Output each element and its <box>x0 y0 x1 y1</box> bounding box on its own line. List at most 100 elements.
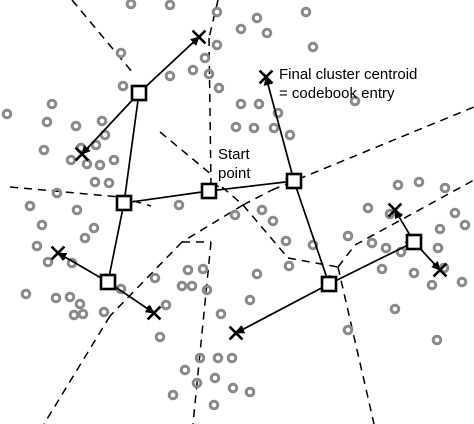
start-label-line2: point <box>218 165 251 182</box>
data-point <box>235 98 247 110</box>
data-point <box>376 263 388 275</box>
data-point <box>342 324 354 336</box>
x-mark-icon <box>74 146 90 162</box>
data-point <box>349 95 361 107</box>
boundary-line <box>71 0 134 74</box>
data-point <box>199 52 211 64</box>
data-point <box>459 219 471 231</box>
data-point <box>389 303 401 315</box>
data-point <box>229 209 241 221</box>
data-point <box>253 98 265 110</box>
data-point <box>256 204 268 216</box>
data-point <box>272 107 284 119</box>
data-point <box>194 352 206 364</box>
data-point <box>366 237 378 249</box>
data-point <box>408 267 420 279</box>
data-point <box>426 279 438 291</box>
square-centroid-icon <box>285 172 303 190</box>
data-point <box>167 389 179 401</box>
data-point <box>68 309 80 321</box>
data-point <box>226 352 238 364</box>
data-point <box>215 308 227 320</box>
data-point <box>211 39 223 51</box>
data-point <box>197 263 209 275</box>
data-point <box>434 223 446 235</box>
data-point <box>251 268 263 280</box>
data-point <box>456 276 468 288</box>
data-point <box>208 399 220 411</box>
data-point <box>41 116 53 128</box>
square-centroid-icon <box>130 84 148 102</box>
data-point <box>449 207 461 219</box>
data-point <box>164 70 176 82</box>
boundary-line <box>159 131 213 176</box>
data-point <box>211 6 223 18</box>
data-point <box>431 334 443 346</box>
data-point <box>117 80 129 92</box>
data-point <box>98 306 110 318</box>
boundary-line <box>208 37 212 186</box>
square-centroid-icon <box>405 233 423 251</box>
data-point <box>203 68 215 80</box>
trajectory-arrow <box>335 241 415 282</box>
boundary-line <box>181 204 244 243</box>
trajectory-arrow <box>123 191 202 207</box>
data-point <box>307 239 319 251</box>
data-point <box>24 200 36 212</box>
data-point <box>176 280 188 292</box>
centroid-nodes <box>99 84 423 293</box>
trajectory-arrow <box>144 36 200 89</box>
data-point <box>182 264 194 276</box>
data-point <box>248 122 260 134</box>
x-mark-icon <box>146 305 162 321</box>
data-point <box>149 272 161 284</box>
data-point <box>186 280 198 292</box>
data-points <box>1 0 471 411</box>
data-point <box>115 47 127 59</box>
data-point <box>50 292 62 304</box>
data-point <box>79 232 91 244</box>
data-point <box>64 291 76 303</box>
boundary-line <box>242 189 273 206</box>
data-point <box>51 187 63 199</box>
data-point <box>154 331 166 343</box>
data-point <box>413 176 425 188</box>
x-mark-icon <box>258 69 274 85</box>
data-point <box>160 299 172 311</box>
centroid-label-line2: = codebook entry <box>279 85 395 102</box>
data-point <box>90 139 102 151</box>
trajectory-arrow <box>216 177 295 191</box>
boundary-line <box>9 186 121 198</box>
trajectory-arrow <box>105 210 124 283</box>
trajectory-arrow <box>235 286 323 334</box>
boundary-line <box>221 186 244 206</box>
data-point <box>42 256 54 268</box>
boundary-line <box>242 204 289 259</box>
annotation-centroid: Final cluster centroid = codebook entry <box>279 66 417 102</box>
data-point <box>77 308 89 320</box>
data-point <box>173 199 185 211</box>
final-centroids <box>50 29 448 341</box>
data-point <box>392 179 404 191</box>
data-point <box>99 129 111 141</box>
data-point <box>362 202 374 214</box>
boundary-line <box>354 179 474 246</box>
boundary-line <box>287 257 339 268</box>
square-centroid-icon <box>99 273 117 291</box>
annotation-start: Start point <box>218 146 251 182</box>
data-point <box>261 27 273 39</box>
start-label-line1: Start <box>218 146 251 163</box>
data-point <box>300 6 312 18</box>
data-point <box>209 372 221 384</box>
data-point <box>235 23 247 35</box>
data-point <box>65 154 77 166</box>
square-centroid-icon <box>115 194 133 212</box>
boundary-line <box>337 266 375 424</box>
trajectory-arrow <box>114 285 155 314</box>
square-centroid-icon <box>320 275 338 293</box>
data-point <box>201 284 213 296</box>
data-point <box>307 41 319 53</box>
data-point <box>74 298 86 310</box>
data-point <box>1 108 13 120</box>
data-point <box>70 120 82 132</box>
